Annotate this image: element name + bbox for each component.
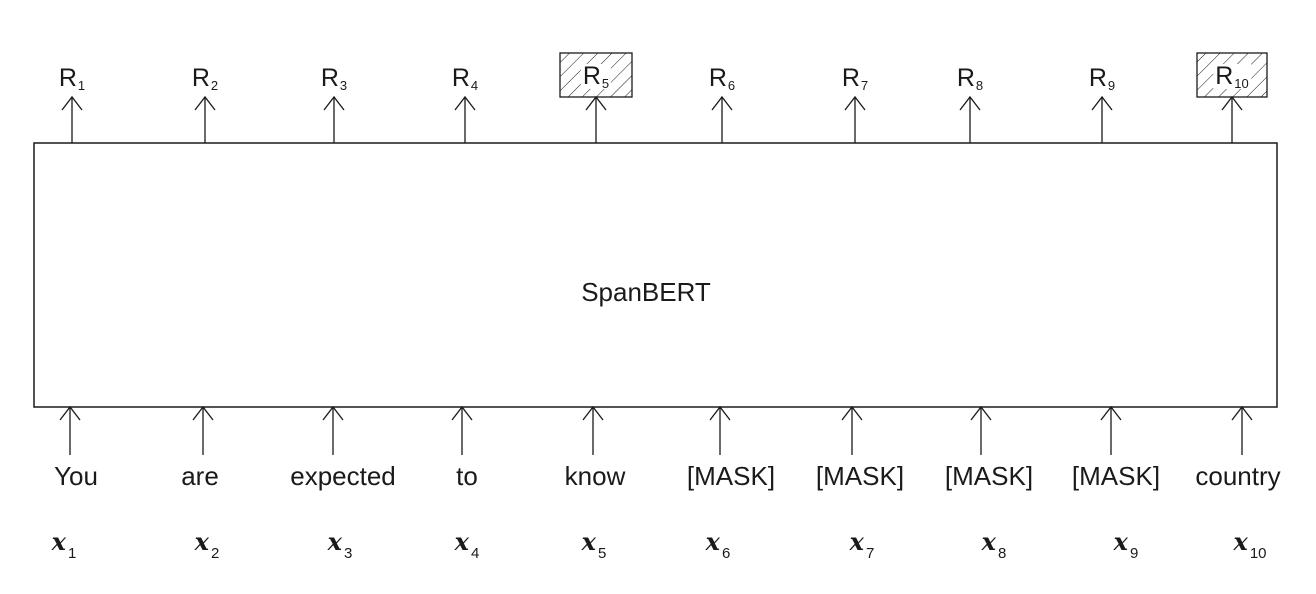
- input-arrow-2: [192, 405, 214, 455]
- output-arrow-6: [711, 95, 733, 143]
- output-arrow-2: [194, 95, 216, 143]
- input-arrow-3: [322, 405, 344, 455]
- output-arrow-8: [959, 95, 981, 143]
- masked-output-box-10: [1196, 52, 1268, 98]
- input-arrow-9: [1100, 405, 1122, 455]
- output-arrow-5: [585, 95, 607, 143]
- input-arrow-4: [451, 405, 473, 455]
- input-arrow-7: [841, 405, 863, 455]
- output-arrow-7: [844, 95, 866, 143]
- input-arrow-8: [970, 405, 992, 455]
- input-arrow-10: [1231, 405, 1253, 455]
- output-arrow-4: [454, 95, 476, 143]
- output-arrow-9: [1091, 95, 1113, 143]
- input-arrow-1: [59, 405, 81, 455]
- output-arrow-10: [1221, 95, 1243, 143]
- output-arrow-3: [323, 95, 345, 143]
- model-name-label: SpanBERT: [581, 277, 711, 307]
- masked-output-box-5: [559, 52, 633, 98]
- output-arrow-1: [61, 95, 83, 143]
- input-arrow-5: [582, 405, 604, 455]
- spanbert-model-box: [33, 142, 1278, 408]
- input-arrow-6: [709, 405, 731, 455]
